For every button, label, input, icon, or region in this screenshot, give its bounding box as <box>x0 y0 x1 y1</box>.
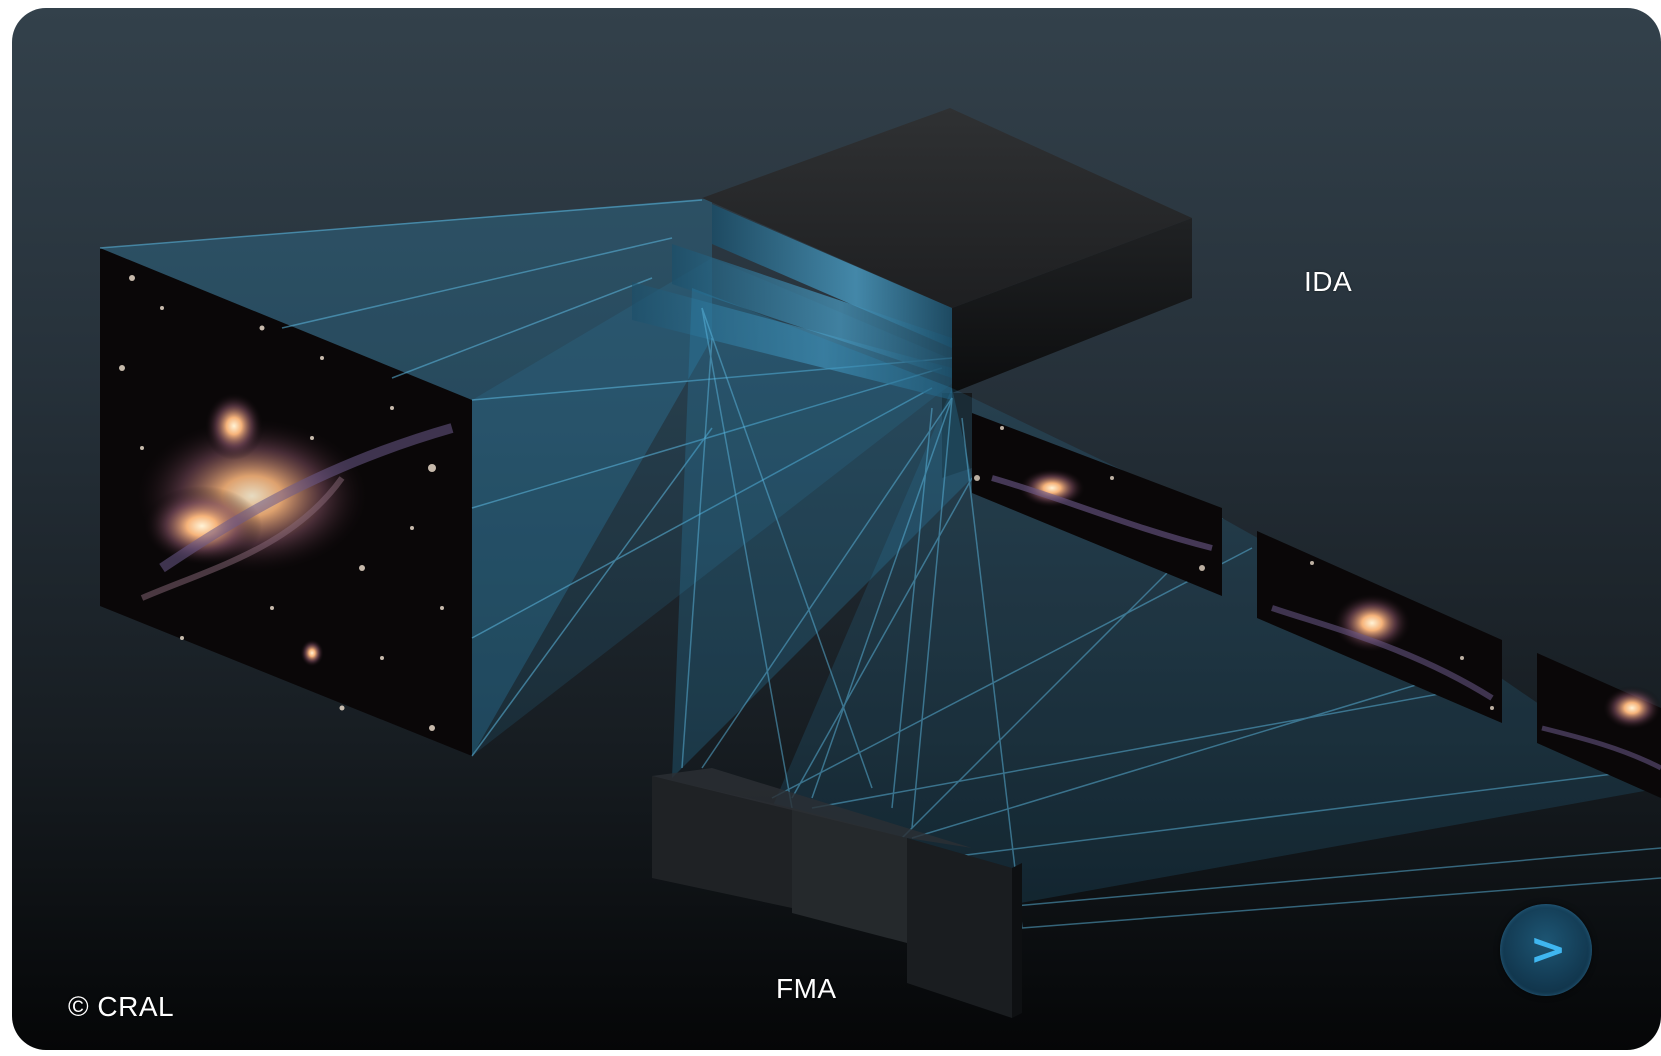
chevron-right-icon: > <box>1529 924 1567 975</box>
input-beam <box>99 198 972 757</box>
ida-assembly <box>632 108 1192 478</box>
optical-layout-scene <box>99 108 1661 1018</box>
dispersed-beams <box>672 288 1661 929</box>
diagram-frame: IDA FMA © CRAL > <box>12 8 1661 1050</box>
copyright-credit: © CRAL <box>68 991 175 1022</box>
fma-assembly <box>652 768 1022 1018</box>
next-button[interactable]: > <box>1500 904 1592 996</box>
image-slice-2 <box>1257 531 1502 723</box>
fma-label: FMA <box>776 973 837 1004</box>
image-slice-1 <box>972 413 1222 596</box>
ida-label: IDA <box>1304 266 1353 297</box>
image-slice-3 <box>1537 653 1661 798</box>
sky-field-panel <box>100 248 472 756</box>
